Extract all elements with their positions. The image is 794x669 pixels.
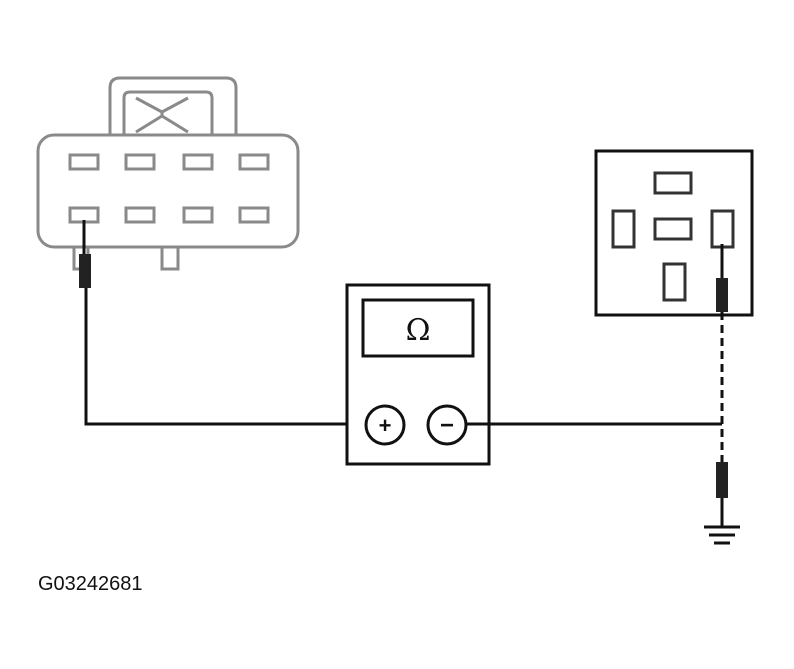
negative-terminal-label: − — [440, 412, 454, 439]
figure-id: G03242681 — [38, 573, 143, 595]
test-probe-icon — [716, 462, 728, 526]
test-probe-icon — [716, 244, 728, 312]
positive-terminal-label: + — [379, 413, 392, 438]
connector-icon — [36, 76, 300, 271]
test-lead-positive — [84, 288, 368, 426]
multimeter-icon — [345, 283, 491, 466]
ground-icon — [704, 525, 740, 545]
test-probe-icon — [79, 220, 91, 288]
meter-display-symbol: Ω — [406, 313, 431, 348]
relay-socket-icon — [594, 149, 754, 317]
